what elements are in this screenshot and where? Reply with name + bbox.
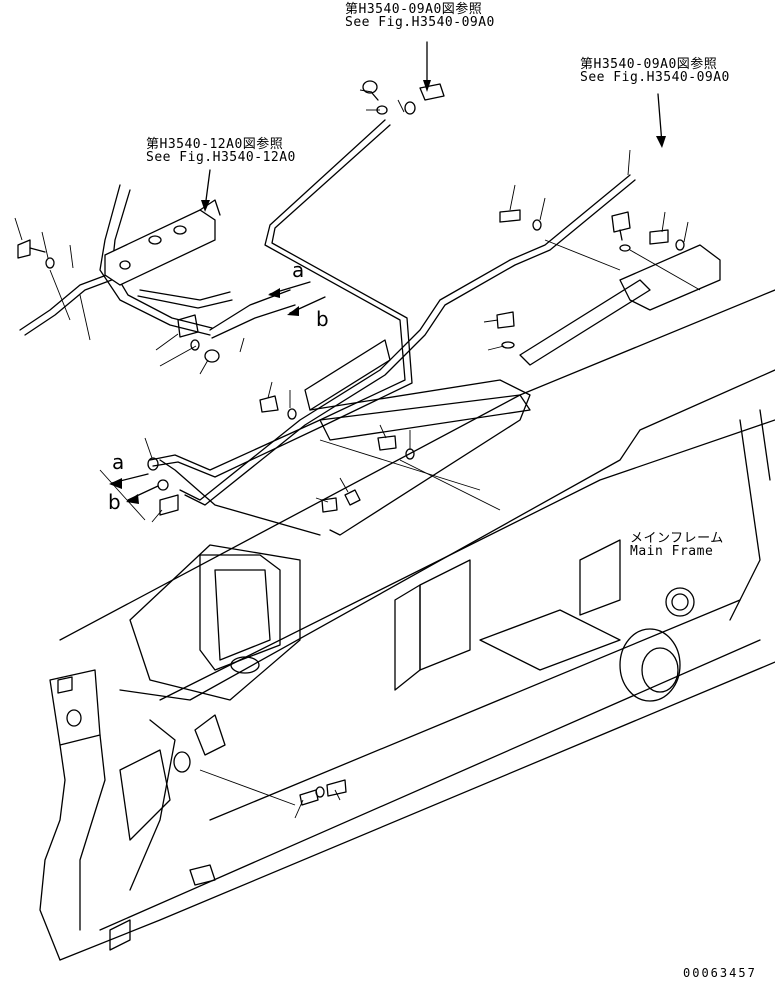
flow-arrows (109, 281, 326, 504)
ref-label-top-en: See Fig.H3540-09A0 (345, 15, 495, 30)
main-frame-label-jp: メインフレーム (630, 531, 724, 546)
ref-label-left-en: See Fig.H3540-12A0 (146, 150, 296, 165)
brackets (304, 244, 721, 536)
main-frame-label-en: Main Frame (630, 544, 714, 559)
main-frame (39, 289, 775, 961)
leader-lines (14, 89, 689, 819)
marker-a-upper: a (292, 258, 305, 282)
hydraulic-lines (19, 119, 636, 536)
reference-arrows (201, 41, 666, 212)
ref-label-right-en: See Fig.H3540-09A0 (580, 70, 730, 85)
valve-block (104, 199, 221, 286)
ref-label-top-jp: 第H3540-09A0図参照 (345, 2, 483, 17)
marker-b-upper: b (316, 307, 329, 331)
ref-label-left-jp: 第H3540-12A0図参照 (146, 137, 284, 152)
fasteners (17, 80, 685, 806)
phantom-lines (49, 239, 701, 806)
ref-label-right-jp: 第H3540-09A0図参照 (580, 57, 718, 72)
marker-a-lower: a (112, 450, 125, 474)
drawing-number: 00063457 (683, 966, 757, 980)
marker-b-lower: b (108, 490, 121, 514)
